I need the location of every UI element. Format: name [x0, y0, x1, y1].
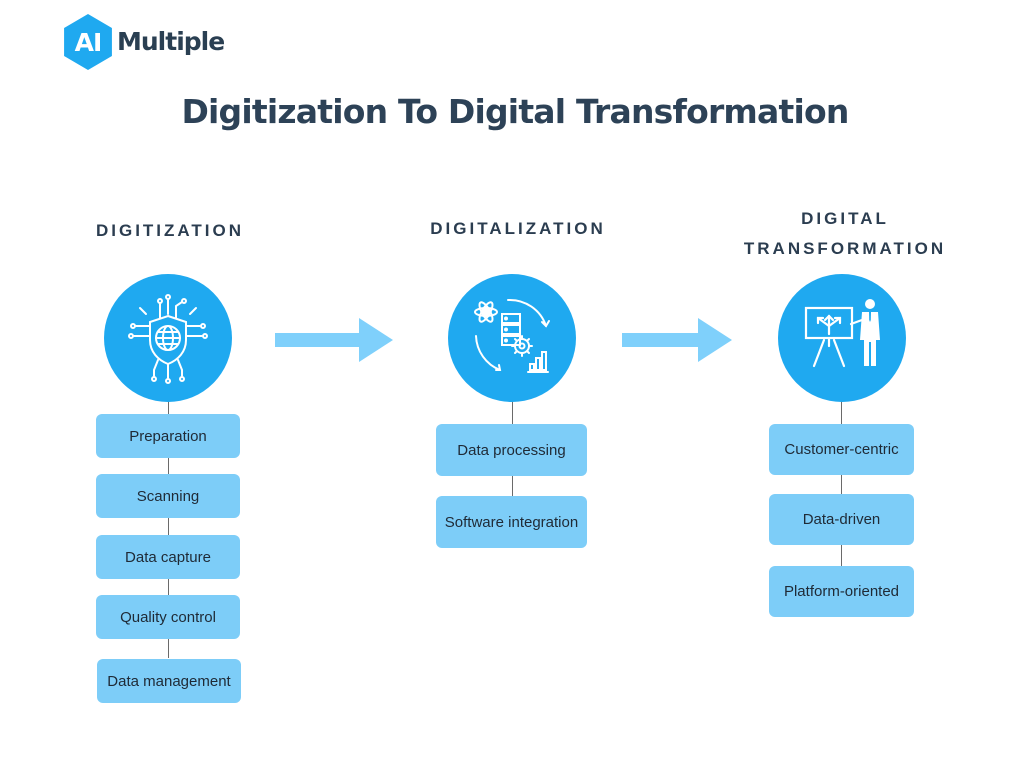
step-box-preparation: Preparation — [96, 414, 240, 458]
column-heading-digitalization: DIGITALIZATION — [413, 214, 623, 244]
logo-hexagon-icon: AI — [64, 14, 112, 70]
data-processing-icon — [474, 298, 550, 373]
step-box-software-integration: Software integration — [436, 496, 587, 548]
step-box-platform-oriented: Platform-oriented — [769, 566, 914, 617]
heading-line: DIGITIZATION — [95, 221, 245, 240]
heading-line: DIGITAL — [801, 209, 889, 228]
column-heading-digital-transformation: DIGITAL TRANSFORMATION — [725, 204, 965, 264]
digitization-icon-circle — [104, 274, 232, 402]
digital-transformation-icon-circle — [778, 274, 906, 402]
connector-line — [168, 396, 169, 658]
logo-mark-text: AI — [74, 27, 103, 57]
digitalization-icon-circle — [448, 274, 576, 402]
step-box-data-capture: Data capture — [96, 535, 240, 579]
arrow-right-icon — [275, 318, 393, 362]
arrow-right-icon — [622, 318, 732, 362]
step-box-scanning: Scanning — [96, 474, 240, 518]
step-box-quality-control: Quality control — [96, 595, 240, 639]
step-box-data-driven: Data-driven — [769, 494, 914, 545]
presentation-board-icon — [804, 299, 880, 368]
heading-line: DIGITALIZATION — [430, 219, 606, 238]
step-box-data-management: Data management — [97, 659, 241, 703]
logo-wordmark: Multiple — [117, 27, 225, 56]
column-heading-digitization: DIGITIZATION — [70, 216, 270, 246]
step-box-customer-centric: Customer-centric — [769, 424, 914, 475]
page-title: Digitization To Digital Transformation — [181, 92, 849, 131]
heading-line: TRANSFORMATION — [743, 239, 947, 258]
step-box-data-processing: Data processing — [436, 424, 587, 476]
circuit-globe-icon — [128, 294, 208, 384]
